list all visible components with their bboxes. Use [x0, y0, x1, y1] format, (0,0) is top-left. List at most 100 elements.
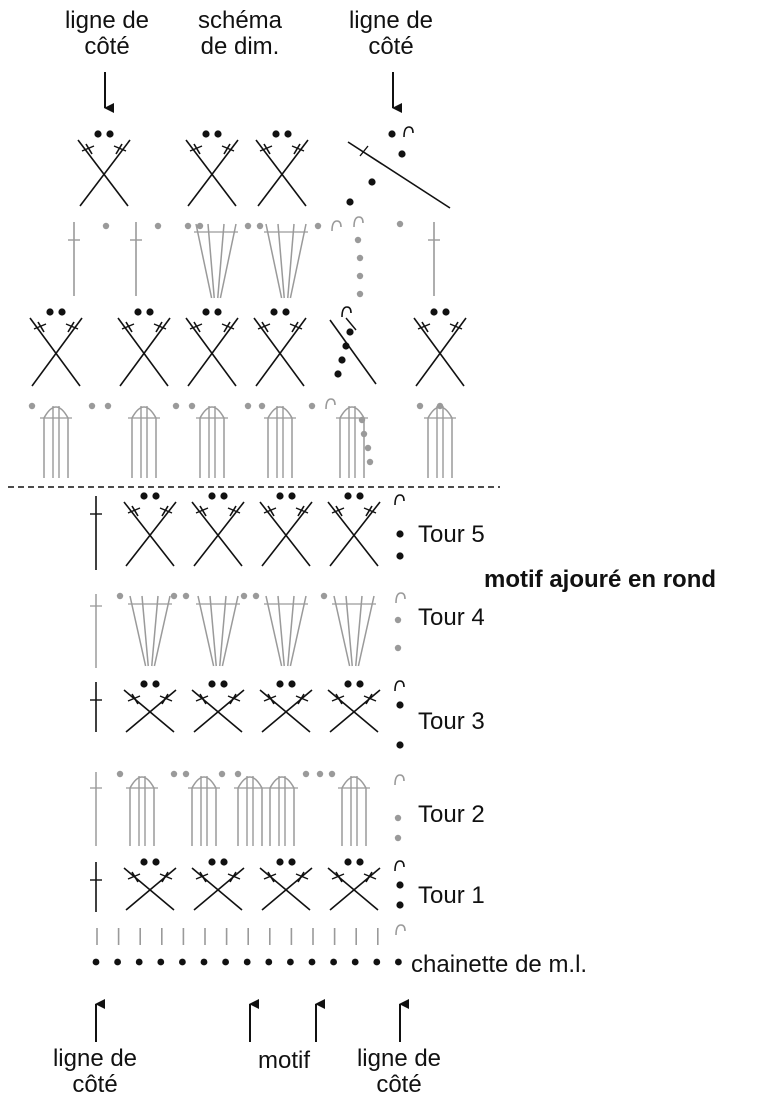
chain-stitch	[184, 222, 192, 230]
shell-stitch	[266, 776, 298, 846]
chain-stitch	[102, 222, 110, 230]
shell-stitch	[40, 406, 72, 478]
crossed-stitch	[123, 492, 177, 567]
chain-stitch	[394, 644, 402, 652]
chain-label: chainette de m.l.	[411, 951, 588, 978]
chain-stitch	[252, 592, 260, 600]
shell-stitch	[188, 776, 220, 846]
chain-stitch	[240, 592, 248, 600]
fan-stitch	[264, 223, 308, 299]
label-bottom-right-line1: ligne de	[356, 1045, 442, 1072]
chain-stitch	[316, 770, 324, 778]
chain-stitch	[218, 770, 226, 778]
chain-stitch	[88, 402, 96, 410]
row-label-tour-1: Tour 1	[418, 882, 485, 909]
chain-stitch	[196, 222, 204, 230]
chain-stitch	[188, 402, 196, 410]
crossed-stitch	[123, 680, 177, 733]
label-bottom-left: ligne de côté	[40, 1046, 150, 1098]
label-bottom-right-line2: côté	[376, 1071, 422, 1098]
chain-stitch	[234, 770, 242, 778]
label-bottom-left-line2: côté	[72, 1071, 118, 1098]
crossed-stitch	[259, 858, 313, 911]
chain-stitch	[395, 958, 402, 966]
chain-stitch	[396, 901, 404, 909]
crossed-stitch	[259, 492, 313, 567]
crossed-stitch	[253, 308, 307, 387]
chain-stitch	[222, 958, 230, 966]
shell-stitch	[264, 406, 296, 478]
label-top-right-line1: ligne de	[348, 7, 434, 34]
chain-stitch	[396, 881, 404, 889]
chain-stitch	[308, 402, 316, 410]
turning-chain	[395, 592, 406, 604]
chain-stitch	[114, 958, 121, 966]
turning-chain	[331, 220, 342, 232]
shell-stitch	[424, 406, 456, 478]
fan-stitch	[332, 595, 376, 667]
turning-chain	[394, 860, 405, 872]
chain-stitch	[314, 222, 322, 230]
shell-stitch	[336, 406, 368, 478]
chain-stitch	[135, 958, 143, 966]
crossed-stitch-part	[359, 145, 369, 157]
crossed-stitch	[327, 858, 381, 911]
turning-chain	[341, 306, 352, 318]
chain-stitch	[182, 770, 190, 778]
chain-stitch	[179, 958, 186, 966]
shell-stitch	[196, 406, 228, 478]
turning-chain	[325, 398, 336, 410]
shell-stitch	[128, 406, 160, 478]
chain-stitch	[351, 958, 359, 966]
chain-stitch	[116, 770, 124, 778]
chain-stitch	[170, 770, 178, 778]
crossed-stitch	[123, 858, 177, 911]
chain-stitch	[356, 272, 364, 280]
chain-stitch	[170, 592, 178, 600]
chain-stitch	[200, 958, 208, 966]
crossed-stitch	[327, 492, 381, 567]
label-bottom-left-line1: ligne de	[52, 1045, 138, 1072]
shell-stitch	[126, 776, 158, 846]
chain-stitch	[368, 178, 376, 186]
label-bottom-right: ligne de côté	[344, 1046, 454, 1098]
chain-stitch	[338, 356, 346, 364]
label-top-left-line1: ligne de	[64, 7, 150, 34]
crossed-stitch	[413, 308, 467, 387]
chain-stitch	[328, 770, 336, 778]
crossed-stitch-part	[345, 317, 357, 331]
chart-title: motif ajouré en rond	[484, 566, 717, 593]
chain-stitch	[394, 814, 402, 822]
crossed-stitch-part	[347, 141, 451, 209]
turning-chain	[394, 774, 405, 786]
chain-stitch	[182, 592, 190, 600]
chain-stitch	[356, 290, 364, 298]
chain-stitch	[320, 592, 328, 600]
chain-stitch	[416, 402, 424, 410]
chain-stitch	[366, 458, 374, 466]
crossed-stitch	[117, 308, 171, 387]
annotations	[8, 72, 500, 1042]
chain-stitch	[360, 430, 368, 438]
row-label-tour-3: Tour 3	[418, 708, 485, 735]
chain-stitch	[396, 701, 404, 709]
fan-stitch	[264, 595, 308, 667]
row-label-tour-2: Tour 2	[418, 801, 485, 828]
row-label-tour-5: Tour 5	[418, 521, 485, 548]
chain-stitch	[436, 402, 444, 410]
crossed-stitch	[191, 680, 245, 733]
chain-stitch	[287, 958, 294, 966]
label-bottom-motif: motif	[257, 1047, 310, 1074]
label-top-mid-line2: de dim.	[200, 33, 280, 60]
chain-stitch	[154, 222, 162, 230]
chain-stitch	[244, 222, 252, 230]
shell-stitch	[234, 776, 266, 846]
chain-stitch	[398, 150, 406, 158]
fan-stitch	[196, 595, 240, 667]
crossed-stitch	[29, 308, 83, 387]
label-top-mid-line1: schéma	[197, 7, 283, 34]
crossed-stitch	[327, 680, 381, 733]
chain-stitch	[342, 342, 350, 350]
chain-stitch	[346, 198, 354, 206]
